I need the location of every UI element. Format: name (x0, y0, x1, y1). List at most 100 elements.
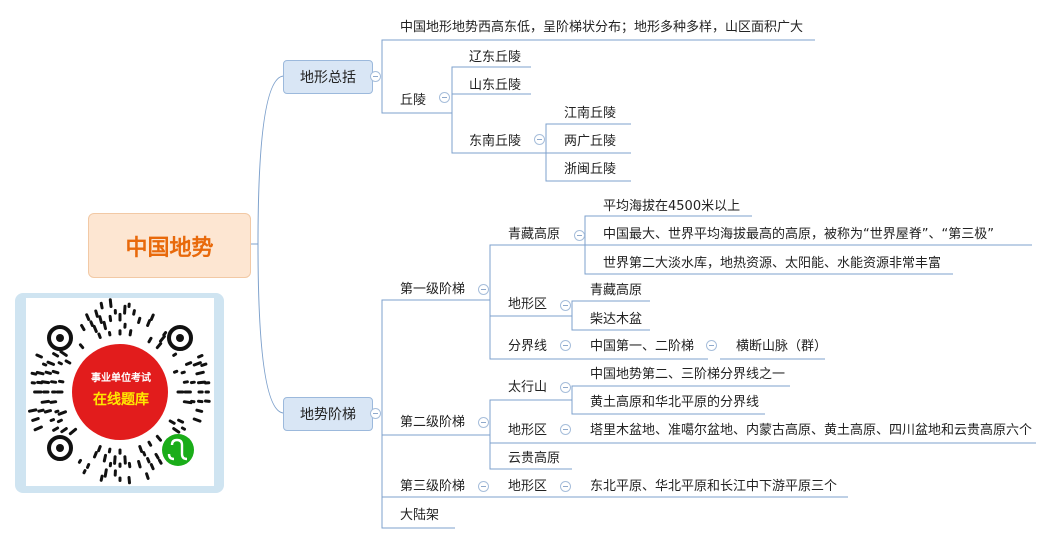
qr-dash (46, 360, 55, 366)
qr-dash (146, 319, 152, 327)
node-lf2[interactable]: 柴达木盆 (590, 312, 643, 327)
qr-dash (195, 370, 205, 376)
node-qingzang[interactable]: 青藏高原 (508, 227, 561, 242)
qr-dash (57, 361, 63, 366)
qr-dash (30, 371, 38, 376)
node-th1[interactable]: 中国地势第二、三阶梯分界线之一 (590, 367, 786, 382)
qr-dash (31, 417, 40, 422)
qr-dash (93, 451, 98, 459)
qr-dash (80, 324, 86, 332)
qr-dash (102, 320, 107, 331)
collapse-icon[interactable] (370, 71, 381, 82)
qr-dash (197, 354, 204, 359)
collapse-icon[interactable] (478, 284, 489, 295)
node-step1-landform[interactable]: 地形区 (508, 297, 548, 312)
node-hills[interactable]: 丘陵 (400, 93, 427, 108)
collapse-icon[interactable] (574, 230, 585, 241)
branch-terrain[interactable]: 地形总括 (283, 60, 373, 94)
collapse-icon[interactable] (370, 408, 381, 419)
qr-dash (49, 400, 58, 404)
qr-dash (28, 408, 38, 413)
node-th2[interactable]: 黄土高原和华北平原的分界线 (590, 395, 760, 410)
qr-dash (185, 361, 193, 366)
node-shelf[interactable]: 大陆架 (400, 508, 440, 523)
node-jiangnan[interactable]: 江南丘陵 (564, 106, 617, 121)
node-step1[interactable]: 第一级阶梯 (400, 282, 466, 297)
qr-dash (99, 301, 104, 310)
qr-line1: 事业单位考试 (91, 373, 151, 384)
qr-dash (98, 315, 103, 324)
qr-dash (68, 427, 78, 436)
node-shandong[interactable]: 山东丘陵 (469, 78, 522, 93)
node-step2[interactable]: 第二级阶梯 (400, 415, 466, 430)
qr-dash (97, 445, 102, 453)
node-step3-landform[interactable]: 地形区 (508, 479, 548, 494)
qr-dash (149, 463, 155, 471)
qr-dash (149, 313, 155, 321)
qr-dash (82, 469, 87, 475)
qr-dash (54, 409, 60, 414)
qr-dash (60, 427, 68, 434)
qr-dash (92, 324, 98, 333)
qr-dash (42, 362, 48, 367)
node-southeast[interactable]: 东南丘陵 (469, 134, 522, 149)
qr-dash (192, 361, 202, 367)
node-lf1[interactable]: 青藏高原 (590, 283, 643, 298)
qr-dash (37, 408, 45, 413)
qr-dash (89, 320, 94, 327)
qr-code-icon[interactable] (26, 298, 214, 486)
qr-dash (94, 309, 99, 318)
qr-dash (155, 434, 162, 442)
node-fact1[interactable]: 平均海拔在4500米以上 (603, 199, 741, 214)
node-step2-landform-value[interactable]: 塔里木盆地、准噶尔盆地、内蒙古高原、黄土高原、四川盆地和云贵高原六个 (590, 423, 1033, 438)
collapse-icon[interactable] (560, 382, 571, 393)
qr-dash (86, 463, 91, 469)
node-taihang[interactable]: 太行山 (508, 380, 548, 395)
node-liaodong[interactable]: 辽东丘陵 (469, 50, 522, 65)
qr-dash (147, 440, 153, 447)
qr-dash (132, 309, 136, 316)
node-summary[interactable]: 中国地形地势西高东低，呈阶梯状分布；地形多种多样，山区面积广大 (400, 20, 804, 35)
qr-dash (59, 350, 68, 357)
qr-dash (154, 452, 160, 460)
collapse-icon[interactable] (706, 340, 717, 351)
collapse-icon[interactable] (534, 134, 545, 145)
qr-dash (145, 472, 150, 480)
collapse-icon[interactable] (560, 424, 571, 435)
qr-dash (78, 343, 85, 350)
node-step3[interactable]: 第三级阶梯 (400, 479, 466, 494)
qr-dash (49, 418, 55, 422)
qr-dash (172, 427, 181, 434)
qr-dash (138, 445, 144, 453)
node-boundary-value[interactable]: 横断山脉（群） (736, 339, 828, 354)
collapse-icon[interactable] (560, 481, 571, 492)
qr-dash (85, 313, 91, 321)
node-boundary[interactable]: 分界线 (508, 339, 548, 354)
qr-dash (182, 380, 189, 384)
collapse-icon[interactable] (560, 340, 571, 351)
qr-dash (52, 426, 60, 432)
node-yungui[interactable]: 云贵高原 (508, 451, 561, 466)
qr-dash (168, 419, 176, 425)
node-step3-landform-value[interactable]: 东北平原、华北平原和长江中下游平原三个 (590, 479, 838, 494)
collapse-icon[interactable] (560, 300, 571, 311)
node-boundary-name[interactable]: 中国第一、二阶梯 (590, 339, 695, 354)
qr-dash (52, 352, 60, 358)
node-zhemin[interactable]: 浙闽丘陵 (564, 162, 617, 177)
collapse-icon[interactable] (478, 481, 489, 492)
qr-dash (107, 447, 112, 454)
node-fact2[interactable]: 中国最大、世界平均海拔最高的高原，被称为“世界屋脊”、“第三极” (603, 227, 994, 242)
node-step2-landform[interactable]: 地形区 (508, 423, 548, 438)
qr-dash (155, 342, 163, 350)
qr-dash (56, 418, 63, 424)
collapse-icon[interactable] (439, 92, 450, 103)
qr-dash (180, 426, 186, 431)
qr-dash (77, 458, 82, 464)
root-topic[interactable]: 中国地势 (88, 213, 251, 278)
branch-steps[interactable]: 地势阶梯 (283, 397, 373, 431)
node-lianguang[interactable]: 两广丘陵 (564, 134, 617, 149)
node-fact3[interactable]: 世界第二大淡水库，地热资源、太阳能、水能资源非常丰富 (603, 256, 942, 271)
collapse-icon[interactable] (478, 417, 489, 428)
qr-dash (146, 457, 151, 464)
